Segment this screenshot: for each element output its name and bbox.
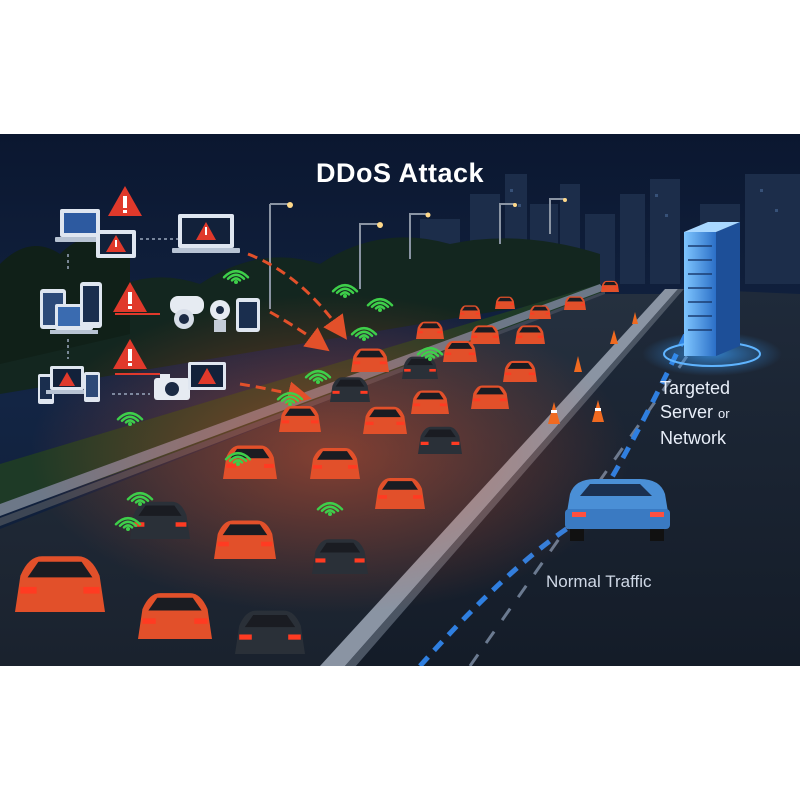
server-label-or: or [718, 406, 730, 421]
normal-traffic-label: Normal Traffic [546, 572, 652, 592]
phone-icon [84, 372, 100, 402]
server-label-line2: Server or [660, 400, 770, 426]
ddos-illustration: DDoS Attack Targeted Server or Network N… [0, 134, 800, 666]
server-label-main: Server [660, 402, 713, 422]
page-title: DDoS Attack [0, 158, 800, 189]
tablet-icon [80, 282, 102, 328]
tablet-icon [236, 298, 260, 332]
server-label-line3: Network [660, 426, 770, 450]
server-label-line1: Targeted [660, 376, 770, 400]
server-label: Targeted Server or Network [660, 376, 770, 450]
